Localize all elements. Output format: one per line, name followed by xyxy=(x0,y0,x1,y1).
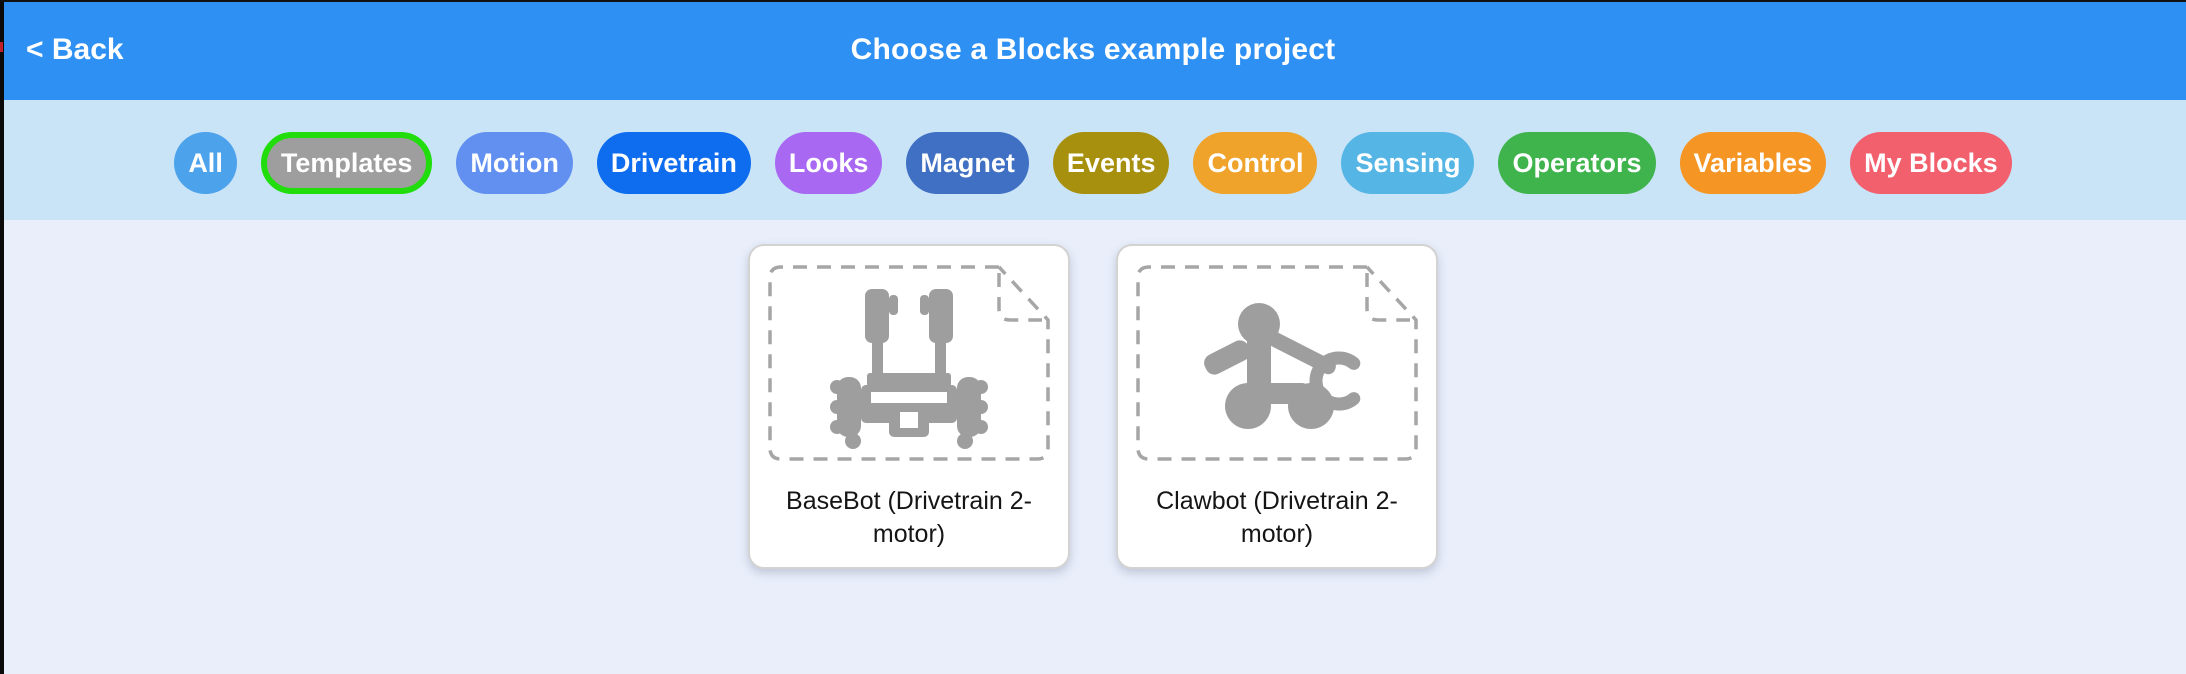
filter-pill-drivetrain[interactable]: Drivetrain xyxy=(596,132,751,194)
back-button[interactable]: < Back xyxy=(26,33,124,66)
project-card-clawbot[interactable]: Clawbot (Drivetrain 2-motor) xyxy=(1116,244,1438,569)
filter-pill-all[interactable]: All xyxy=(174,132,237,194)
project-thumbnail xyxy=(768,265,1050,461)
basebot-top-view-icon xyxy=(830,289,988,449)
project-card-label: Clawbot (Drivetrain 2-motor) xyxy=(1156,487,1398,548)
category-filter-strip: All Templates Motion Drivetrain Looks Ma… xyxy=(0,100,2186,220)
project-thumbnail xyxy=(1136,265,1418,461)
filter-pill-events[interactable]: Events xyxy=(1052,132,1170,194)
dashed-file-frame xyxy=(1136,265,1418,461)
window-top-border xyxy=(0,0,2186,2)
project-card-basebot[interactable]: BaseBot (Drivetrain 2-motor) xyxy=(748,244,1070,569)
dashed-file-frame xyxy=(768,265,1050,461)
filter-pill-operators[interactable]: Operators xyxy=(1498,132,1656,194)
header-bar: < Back Choose a Blocks example project xyxy=(0,0,2186,100)
filter-pill-sensing[interactable]: Sensing xyxy=(1341,132,1475,194)
filter-pill-magnet[interactable]: Magnet xyxy=(906,132,1029,194)
filter-pill-motion[interactable]: Motion xyxy=(456,132,573,194)
project-grid: BaseBot (Drivetrain 2-motor) xyxy=(0,220,2186,674)
window-left-border xyxy=(0,0,4,674)
filter-pill-my-blocks[interactable]: My Blocks xyxy=(1850,132,2012,194)
filter-pill-looks[interactable]: Looks xyxy=(774,132,883,194)
project-card-label: BaseBot (Drivetrain 2-motor) xyxy=(786,487,1032,548)
clawbot-side-view-icon xyxy=(1204,303,1361,429)
filter-pill-templates[interactable]: Templates xyxy=(260,132,433,194)
window-edge-red-artifact xyxy=(0,42,3,52)
page-title: Choose a Blocks example project xyxy=(850,33,1336,66)
filter-pill-control[interactable]: Control xyxy=(1193,132,1318,194)
filter-pill-variables[interactable]: Variables xyxy=(1679,132,1827,194)
